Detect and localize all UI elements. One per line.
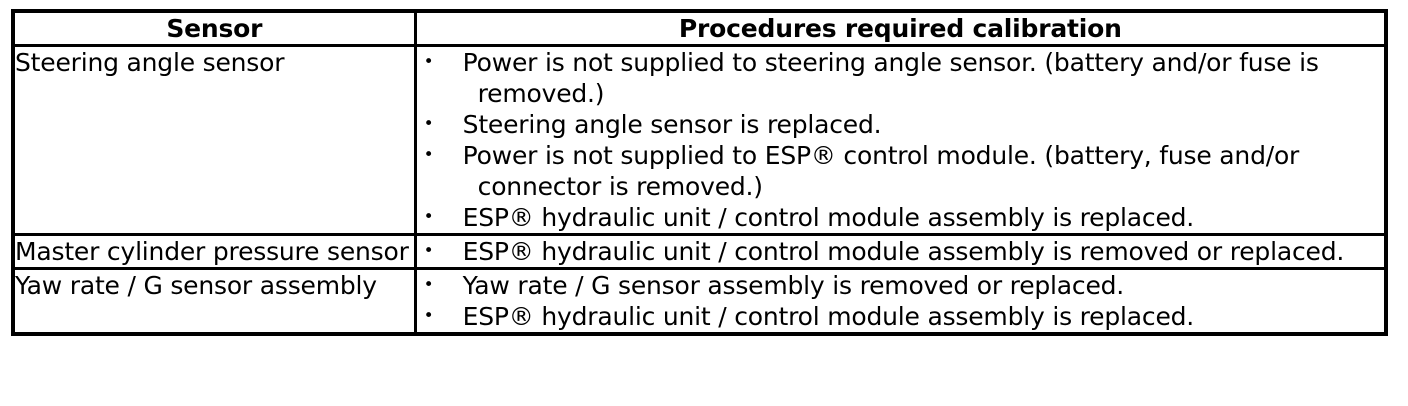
bullet-icon: • (423, 114, 434, 134)
procedures-cell: • ESP® hydraulic unit / control module a… (413, 233, 1388, 270)
list-item: • Power is not supplied to ESP® control … (417, 140, 1384, 202)
list-item: • ESP® hydraulic unit / control module a… (417, 301, 1384, 332)
list-item-text: ESP® hydraulic unit / control module ass… (462, 203, 1195, 232)
list-item-text: Steering angle sensor is replaced. (462, 110, 882, 139)
list-item: • ESP® hydraulic unit / control module a… (417, 202, 1384, 233)
sensor-name-cell: Yaw rate / G sensor assembly (11, 267, 417, 336)
list-item-text: Yaw rate / G sensor assembly is removed … (462, 271, 1125, 300)
bullet-icon: • (423, 241, 434, 261)
procedures-list: • ESP® hydraulic unit / control module a… (417, 236, 1384, 267)
procedures-cell: • Yaw rate / G sensor assembly is remove… (413, 267, 1388, 336)
table-row: Master cylinder pressure sensor • ESP® h… (11, 233, 1388, 270)
calibration-procedures-table: Sensor Procedures required calibration S… (11, 9, 1388, 336)
column-header-sensor: Sensor (11, 9, 417, 47)
list-item: • ESP® hydraulic unit / control module a… (417, 236, 1384, 267)
table-header: Sensor Procedures required calibration (11, 9, 1388, 47)
table-row: Steering angle sensor • Power is not sup… (11, 44, 1388, 236)
sensor-name-cell: Master cylinder pressure sensor (11, 233, 417, 270)
list-item-text: Power is not supplied to steering angle … (462, 48, 1319, 108)
table-body: Steering angle sensor • Power is not sup… (11, 44, 1388, 336)
bullet-icon: • (423, 207, 434, 227)
list-item-text: ESP® hydraulic unit / control module ass… (462, 302, 1195, 331)
list-item: • Yaw rate / G sensor assembly is remove… (417, 270, 1384, 301)
procedures-list: • Power is not supplied to steering angl… (417, 47, 1384, 233)
list-item-text: ESP® hydraulic unit / control module ass… (462, 237, 1345, 266)
list-item: • Steering angle sensor is replaced. (417, 109, 1384, 140)
sensor-name-cell: Steering angle sensor (11, 44, 417, 236)
bullet-icon: • (423, 275, 434, 295)
table-row: Yaw rate / G sensor assembly • Yaw rate … (11, 267, 1388, 336)
procedures-list: • Yaw rate / G sensor assembly is remove… (417, 270, 1384, 332)
bullet-icon: • (423, 52, 434, 72)
table-header-row: Sensor Procedures required calibration (11, 9, 1388, 47)
bullet-icon: • (423, 145, 434, 165)
column-header-procedures: Procedures required calibration (413, 9, 1388, 47)
list-item: • Power is not supplied to steering angl… (417, 47, 1384, 109)
list-item-text: Power is not supplied to ESP® control mo… (462, 141, 1300, 201)
procedures-cell: • Power is not supplied to steering angl… (413, 44, 1388, 236)
bullet-icon: • (423, 306, 434, 326)
